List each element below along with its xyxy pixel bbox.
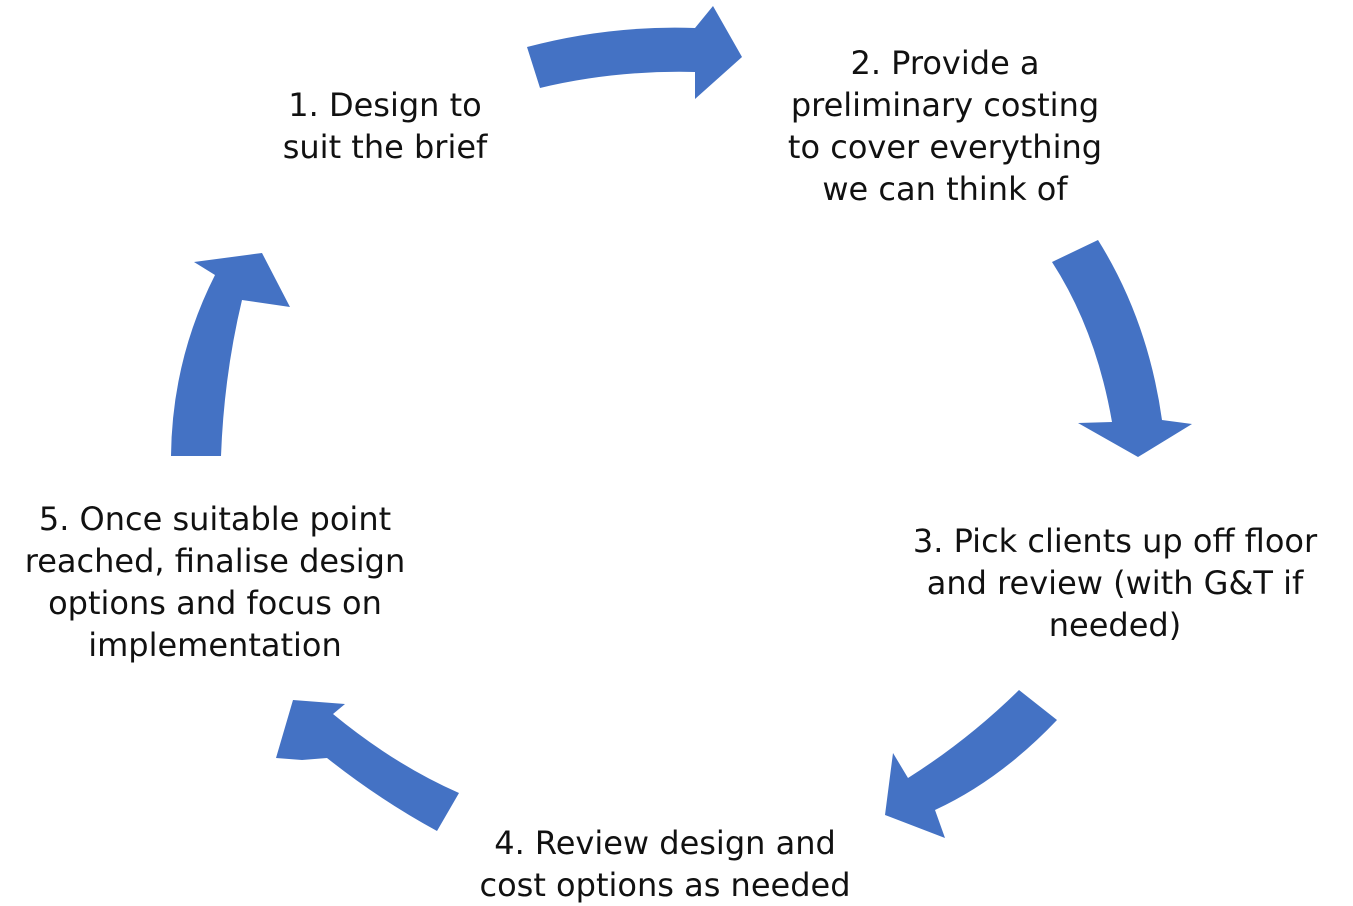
- step-text-line: 2. Provide a: [850, 44, 1040, 82]
- arrow-step4-to-step5: [276, 700, 459, 831]
- step-1-design-to-suit-brief: 1. Design to suit the brief: [250, 84, 520, 168]
- step-text-line: implementation: [88, 626, 342, 664]
- step-text-line: needed): [1048, 606, 1182, 644]
- arrow-step3-to-step4: [885, 690, 1057, 838]
- step-text-line: reached, finalise design: [24, 542, 406, 580]
- step-text-line: 3. Pick clients up off floor: [912, 522, 1318, 560]
- step-text-line: 4. Review design and: [494, 824, 836, 862]
- step-text-line: and review (with G&T if: [926, 564, 1304, 602]
- step-text-line: 1. Design to: [288, 86, 482, 124]
- step-3-pick-clients-and-review: 3. Pick clients up off floor and review …: [880, 520, 1350, 646]
- step-text-line: to cover everything: [787, 128, 1103, 166]
- step-text-line: cost options as needed: [479, 866, 851, 904]
- step-text-line: 5. Once suitable point: [38, 500, 392, 538]
- arrow-step5-to-step1: [171, 253, 290, 456]
- step-5-finalise-and-implement: 5. Once suitable point reached, finalise…: [0, 498, 430, 666]
- arrow-step2-to-step3: [1052, 240, 1192, 457]
- step-4-review-design-and-cost: 4. Review design and cost options as nee…: [430, 822, 900, 906]
- step-2-preliminary-costing: 2. Provide a preliminary costing to cove…: [740, 42, 1150, 210]
- step-text-line: suit the brief: [282, 128, 488, 166]
- step-text-line: preliminary costing: [790, 86, 1100, 124]
- arrow-step1-to-step2: [527, 6, 742, 99]
- step-text-line: options and focus on: [48, 584, 382, 622]
- step-text-line: we can think of: [822, 170, 1068, 208]
